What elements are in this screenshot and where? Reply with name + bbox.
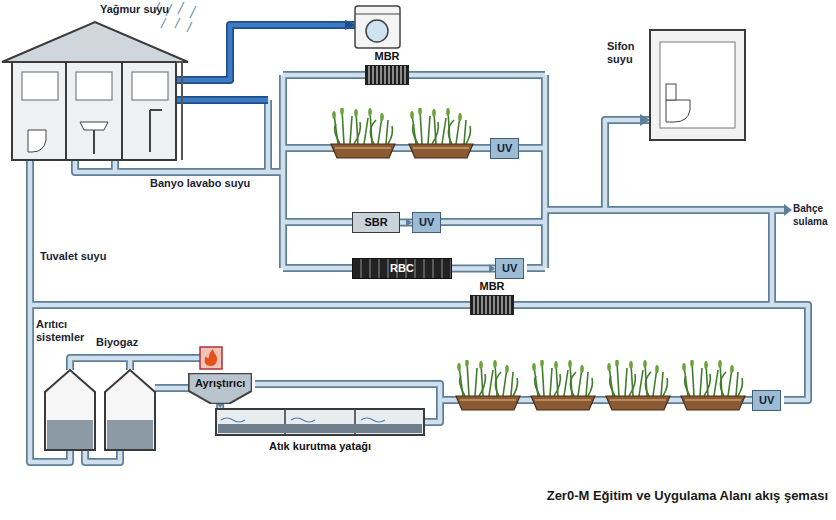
arrow-head [784,204,792,216]
flow-label: Tuvalet suyu [40,250,106,263]
bed-basin [216,409,424,435]
flow-label: Biyogaz [96,336,138,349]
pipe-fill [452,266,495,271]
uv-unit: UV [490,138,519,159]
flow-label: Sifon suyu [607,40,647,66]
separator-outline [189,373,252,403]
mbr-module: MBR [470,280,514,315]
anaerobic-reactor [45,370,155,450]
uv-unit: UV [752,390,781,411]
membrane-module [470,295,514,315]
node-label: UV [419,216,434,229]
pipe-outline [400,219,412,227]
arrow-head [640,114,650,126]
node-label: Ayrıştırıcı [195,377,245,390]
flow-label: Banyo lavabo suyu [150,177,250,190]
node-label: SBR [361,216,391,229]
rbc-reactor: RBC [352,258,452,279]
constructed-wetland [331,107,745,410]
washing-machine [355,6,400,48]
sbr-reactor: SBR [352,212,400,233]
node-label: UV [759,394,774,407]
pipe-outline [452,265,495,273]
node-label: UV [502,262,517,275]
pipe-fill [176,25,355,100]
node-label: MBR [365,50,409,63]
membrane-module [365,65,409,85]
bed-sludge [218,424,422,433]
sludge-drying-bed: Atık kurutma yatağı [215,408,425,453]
pipe-outline [176,25,355,100]
bed-water [221,418,385,422]
separator: Ayrıştırıcı [188,373,252,404]
flow-label: Arıtıcı sistemler [36,318,92,344]
uv-unit: UV [495,258,524,279]
biogas-flame [200,347,222,369]
flow-label: Bahçe sulama [793,202,833,228]
toilet-building [650,30,745,140]
node-label: UV [497,142,512,155]
drying-bed [215,408,425,436]
flow-label: Yağmur suyu [100,3,169,16]
arrow-head [345,20,355,30]
figure-caption: Zer0-M Eğitim ve Uygulama Alanı akış şem… [470,488,828,504]
pipe-connector [400,218,412,226]
node-label: RBC [361,262,443,275]
node-label: Atık kurutma yatağı [215,440,425,453]
node-label: MBR [470,280,514,293]
mbr-module: MBR [365,50,409,85]
pipe-connector [452,264,495,272]
uv-unit: UV [412,212,441,233]
house [2,22,188,160]
